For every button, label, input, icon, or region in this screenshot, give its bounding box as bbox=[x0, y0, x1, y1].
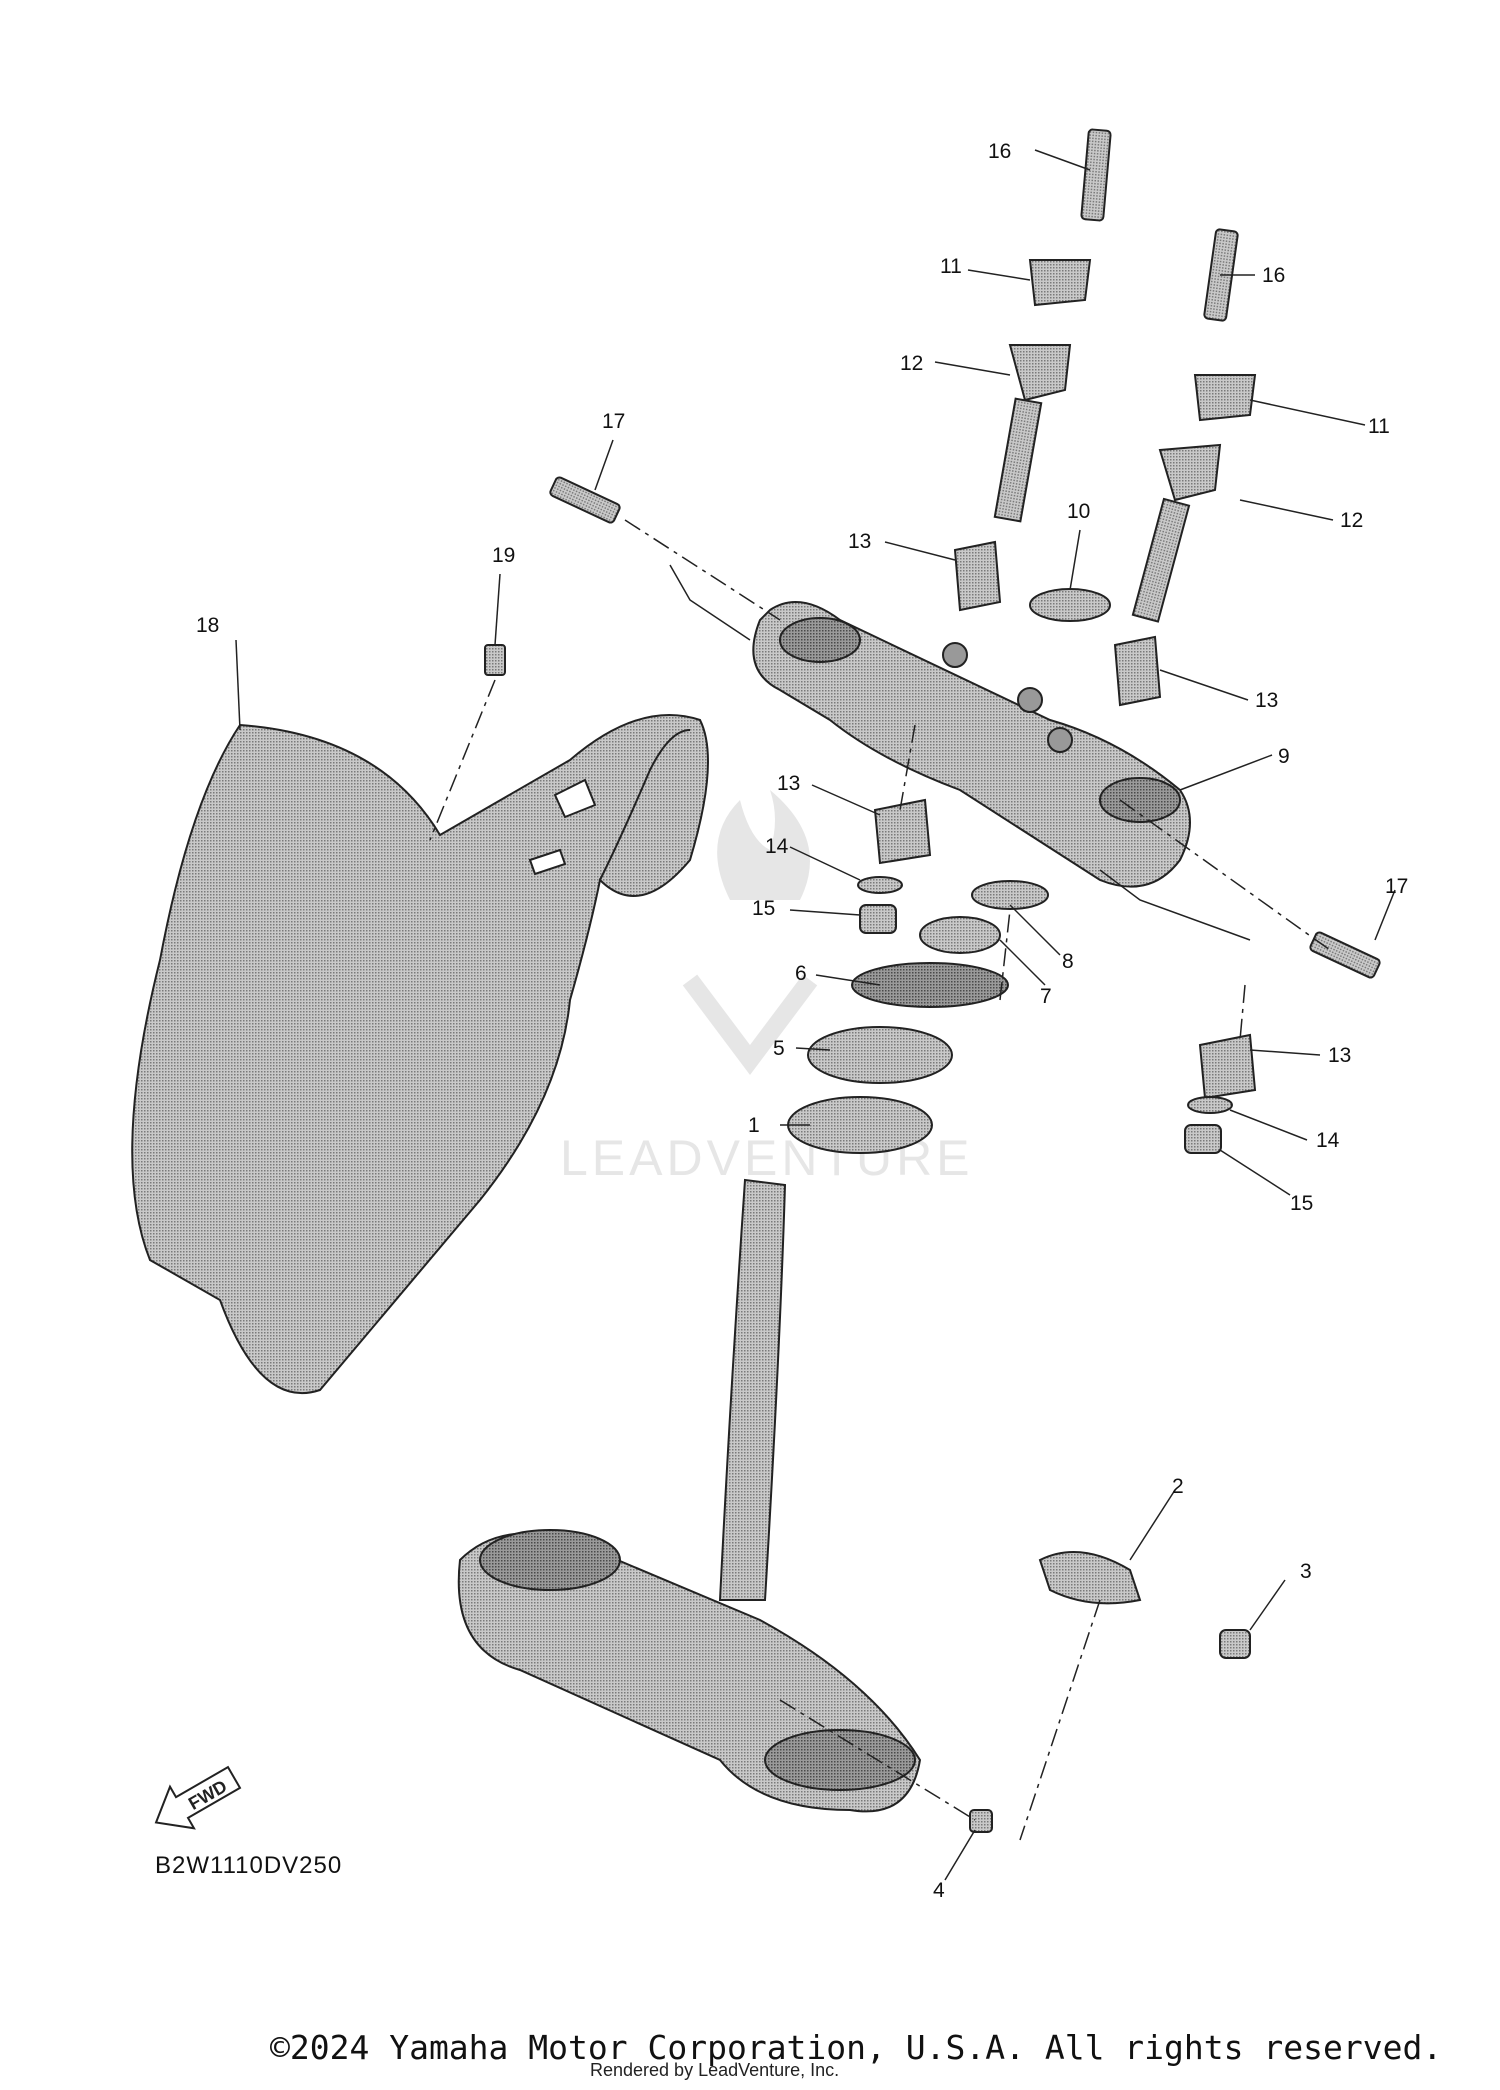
callout-labels: 16 16 11 11 12 12 17 17 13 13 13 13 10 9… bbox=[196, 140, 1408, 1902]
callout-5: 5 bbox=[773, 1037, 785, 1060]
callout-11: 11 bbox=[940, 255, 962, 278]
callout-16: 16 bbox=[1262, 264, 1285, 287]
callout-7: 7 bbox=[1040, 985, 1052, 1008]
callout-8: 8 bbox=[1062, 950, 1074, 973]
callout-2: 2 bbox=[1172, 1475, 1184, 1498]
copyright-notice: ©2024 Yamaha Motor Corporation, U.S.A. A… bbox=[270, 2028, 1443, 2067]
callout-12: 12 bbox=[1340, 509, 1363, 532]
diagram-code: B2W1110DV250 bbox=[155, 1852, 342, 1879]
callout-3: 3 bbox=[1300, 1560, 1312, 1583]
callout-15: 15 bbox=[752, 897, 775, 920]
part-bolt-19 bbox=[484, 644, 506, 676]
callout-6: 6 bbox=[795, 962, 807, 985]
callout-13: 13 bbox=[777, 772, 800, 795]
callout-14: 14 bbox=[1316, 1129, 1340, 1152]
callout-12: 12 bbox=[900, 352, 923, 375]
part-number-plate bbox=[131, 714, 709, 1395]
callout-4: 4 bbox=[933, 1879, 945, 1902]
callout-11: 11 bbox=[1368, 415, 1390, 438]
part-upper-holder-right bbox=[1193, 374, 1257, 422]
part-damper bbox=[873, 540, 1257, 1100]
callout-18: 18 bbox=[196, 614, 219, 637]
part-steering-bearings bbox=[787, 588, 1111, 1154]
leader-lines bbox=[235, 149, 1396, 1881]
callout-16: 16 bbox=[988, 140, 1011, 163]
callout-19: 19 bbox=[492, 544, 515, 567]
part-bolt-16-left bbox=[1080, 128, 1112, 222]
callout-1: 1 bbox=[748, 1114, 760, 1137]
callout-10: 10 bbox=[1067, 500, 1090, 523]
callout-13: 13 bbox=[1255, 689, 1278, 712]
part-cable-guide bbox=[969, 1551, 1251, 1833]
callout-17: 17 bbox=[1385, 875, 1408, 898]
callout-15: 15 bbox=[1290, 1192, 1313, 1215]
part-upper-bracket bbox=[752, 601, 1191, 888]
part-bolt-17-left bbox=[549, 476, 621, 524]
part-upper-holder-left bbox=[1028, 259, 1092, 307]
rendered-by: Rendered by LeadVenture, Inc. bbox=[590, 2060, 840, 2080]
fwd-arrow-icon: FWD bbox=[154, 1765, 242, 1830]
part-handlebar-holder-left bbox=[993, 344, 1072, 523]
callout-9: 9 bbox=[1278, 745, 1290, 768]
part-handlebar-holder-right bbox=[1131, 443, 1222, 623]
part-bolt-17-right bbox=[1309, 931, 1381, 979]
callout-13: 13 bbox=[848, 530, 871, 553]
callout-14: 14 bbox=[765, 835, 789, 858]
part-washers-nuts bbox=[857, 876, 1233, 1154]
callout-13: 13 bbox=[1328, 1044, 1351, 1067]
callout-17: 17 bbox=[602, 410, 625, 433]
part-lower-bracket bbox=[457, 1178, 922, 1813]
